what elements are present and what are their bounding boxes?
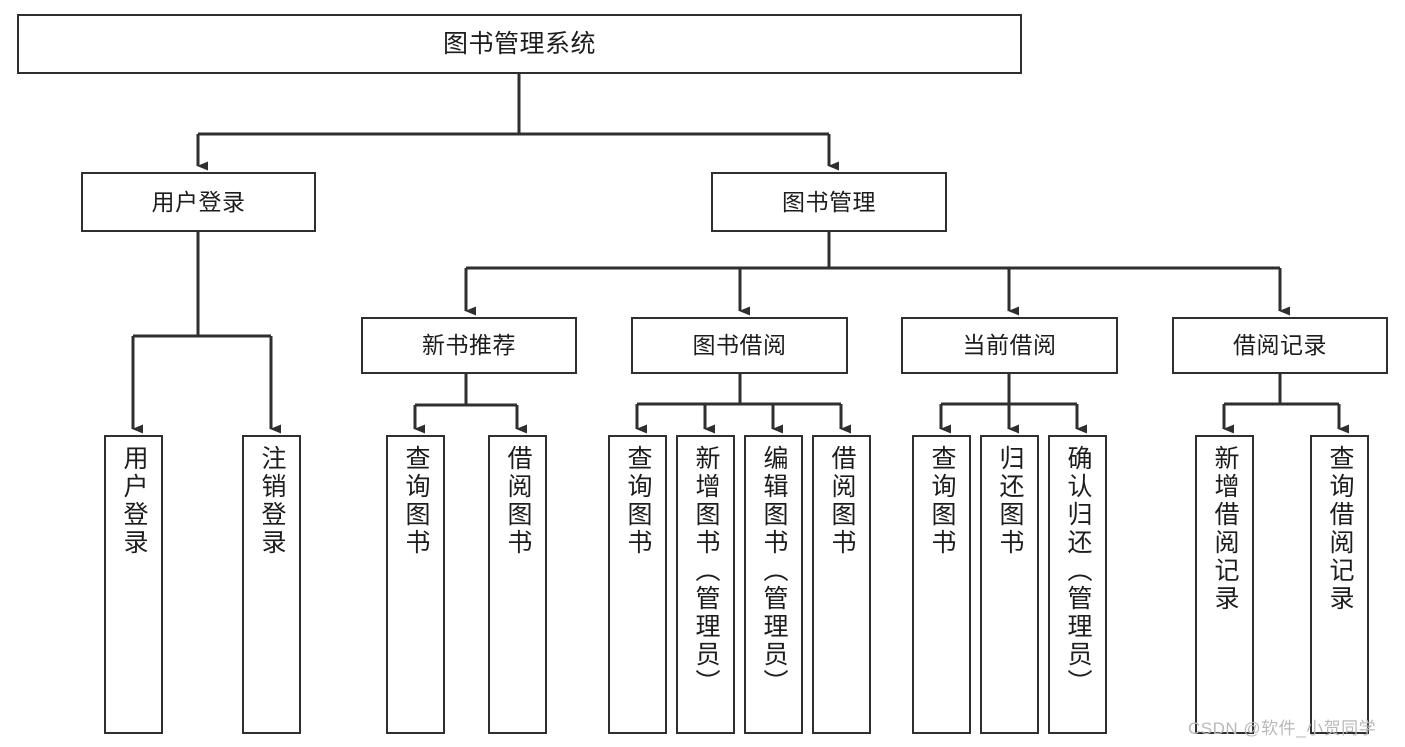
node-label: 查询图书 bbox=[928, 445, 956, 557]
node-label: 当前借阅 bbox=[962, 332, 1057, 359]
node-label: 确认归还（管理员） bbox=[1064, 445, 1092, 697]
node-label: 用户登录 bbox=[151, 188, 246, 215]
node-label: 图书管理 bbox=[782, 188, 876, 215]
node-user-login[interactable]: 用户登录 bbox=[81, 172, 316, 232]
leaf-new-book-borrow[interactable]: 借阅图书 bbox=[488, 435, 547, 734]
leaf-book-borrow-lend[interactable]: 借阅图书 bbox=[812, 435, 871, 734]
leaf-borrow-record-add[interactable]: 新增借阅记录 bbox=[1195, 435, 1254, 734]
node-label: 新增借阅记录 bbox=[1211, 445, 1239, 613]
node-label: 查询图书 bbox=[402, 445, 430, 557]
node-current-borrow[interactable]: 当前借阅 bbox=[901, 317, 1118, 374]
leaf-book-borrow-add[interactable]: 新增图书（管理员） bbox=[676, 435, 735, 734]
node-label: 归还图书 bbox=[996, 445, 1024, 557]
leaf-current-borrow-query[interactable]: 查询图书 bbox=[912, 435, 971, 734]
node-label: 注销登录 bbox=[258, 445, 286, 557]
leaf-new-book-query[interactable]: 查询图书 bbox=[386, 435, 445, 734]
node-new-book-recommend[interactable]: 新书推荐 bbox=[361, 317, 577, 374]
leaf-book-borrow-query[interactable]: 查询图书 bbox=[608, 435, 667, 734]
node-label: 查询借阅记录 bbox=[1326, 445, 1354, 613]
leaf-borrow-record-query[interactable]: 查询借阅记录 bbox=[1310, 435, 1369, 734]
node-label: 新书推荐 bbox=[422, 332, 516, 359]
leaf-user-login-signout[interactable]: 注销登录 bbox=[242, 435, 301, 734]
node-label: 图书管理系统 bbox=[442, 29, 596, 58]
node-book-borrow[interactable]: 图书借阅 bbox=[631, 317, 848, 374]
leaf-current-borrow-confirm-return[interactable]: 确认归还（管理员） bbox=[1048, 435, 1107, 734]
node-book-management[interactable]: 图书管理 bbox=[711, 172, 947, 232]
node-label: 借阅图书 bbox=[504, 445, 532, 557]
node-label: 借阅记录 bbox=[1233, 332, 1327, 359]
leaf-user-login-signin[interactable]: 用户登录 bbox=[104, 435, 163, 734]
node-label: 新增图书（管理员） bbox=[692, 445, 720, 697]
node-label: 借阅图书 bbox=[828, 445, 856, 557]
node-root-system[interactable]: 图书管理系统 bbox=[17, 14, 1022, 74]
node-label: 图书借阅 bbox=[692, 332, 787, 359]
node-label: 编辑图书（管理员） bbox=[760, 445, 788, 697]
node-borrow-record[interactable]: 借阅记录 bbox=[1172, 317, 1388, 374]
node-label: 用户登录 bbox=[120, 445, 148, 557]
leaf-book-borrow-edit[interactable]: 编辑图书（管理员） bbox=[744, 435, 803, 734]
node-label: 查询图书 bbox=[624, 445, 652, 557]
watermark-text: CSDN @软件_小贺同学 bbox=[1188, 719, 1377, 738]
leaf-current-borrow-return[interactable]: 归还图书 bbox=[980, 435, 1039, 734]
